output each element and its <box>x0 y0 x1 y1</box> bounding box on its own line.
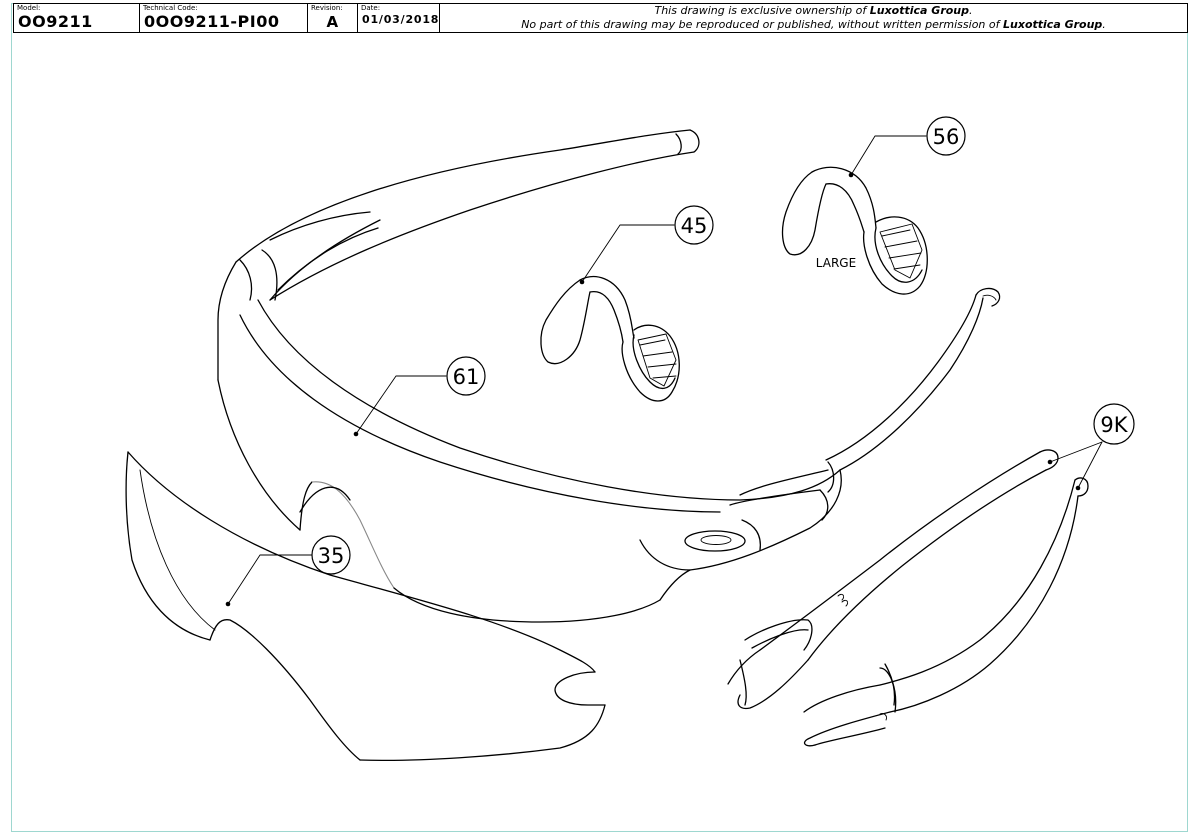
notice-line-2-text: No part of this drawing may be reproduce… <box>521 18 1004 31</box>
revision-label: Revision: <box>311 4 343 12</box>
nose-pad-45-drawing <box>540 276 680 402</box>
frame-drawing <box>217 129 1001 623</box>
date-value: 01/03/2018 <box>362 13 440 26</box>
callout-9k-circle <box>1093 403 1135 445</box>
callout-9k-label: 9K <box>1100 413 1128 437</box>
technical-code-label: Technical Code: <box>143 4 198 12</box>
revision-cell: Revision: A <box>308 4 358 32</box>
callout-35-circle <box>311 535 351 575</box>
ownership-notice: This drawing is exclusive ownership of L… <box>440 4 1187 32</box>
technical-code-value: 0OO9211-PI00 <box>144 12 280 31</box>
date-cell: Date: 01/03/2018 <box>358 4 440 32</box>
notice-line-1-end: . <box>969 4 973 17</box>
nose-pad-56-drawing <box>781 166 928 295</box>
callout-61-label: 61 <box>453 365 480 389</box>
lens-drawing <box>125 451 606 762</box>
date-label: Date: <box>361 4 381 12</box>
callout-56-label: 56 <box>933 125 960 149</box>
temple-tips-drawing <box>727 449 1089 747</box>
large-size-note: LARGE <box>816 256 856 270</box>
callout-leaders <box>225 135 1103 607</box>
callout-45-circle <box>674 205 714 245</box>
technical-code-cell: Technical Code: 0OO9211-PI00 <box>140 4 308 32</box>
callout-45-label: 45 <box>681 214 708 238</box>
notice-line-1-company: Luxottica Group <box>869 4 970 17</box>
model-value: OO9211 <box>18 12 93 31</box>
model-label: Model: <box>17 4 41 12</box>
callout-61: 61 <box>446 356 486 396</box>
revision-value: A <box>326 13 339 31</box>
notice-line-1: This drawing is exclusive ownership of L… <box>440 4 1187 18</box>
title-block: Model: OO9211 Technical Code: 0OO9211-PI… <box>13 3 1188 33</box>
notice-line-2: No part of this drawing may be reproduce… <box>440 18 1187 32</box>
callout-45: 45 <box>674 205 714 245</box>
callout-35: 35 <box>311 535 351 575</box>
callout-35-label: 35 <box>318 544 345 568</box>
notice-line-2-company: Luxottica Group <box>1003 18 1103 31</box>
callout-9k: 9K <box>1093 403 1135 445</box>
model-cell: Model: OO9211 <box>14 4 140 32</box>
callout-56: 56 <box>926 116 966 156</box>
notice-line-2-end: . <box>1102 18 1106 31</box>
callout-56-circle <box>926 116 966 156</box>
callout-61-circle <box>446 356 486 396</box>
notice-line-1-text: This drawing is exclusive ownership of <box>654 4 870 17</box>
